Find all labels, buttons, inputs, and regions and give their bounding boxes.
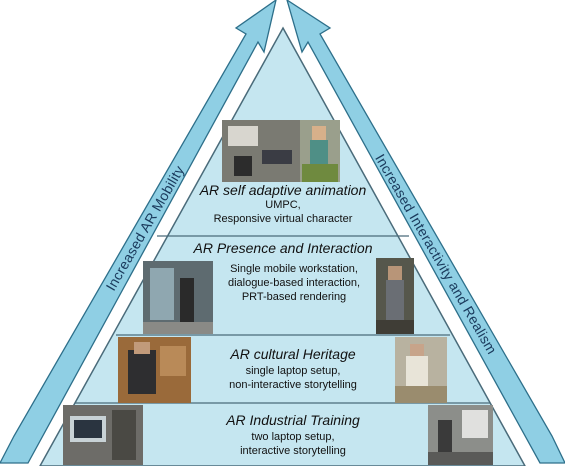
- level-2-line-1: Single mobile workstation,: [213, 263, 375, 276]
- level-2-title: AR Presence and Interaction: [173, 240, 393, 256]
- level-3-title: AR cultural Heritage: [193, 346, 393, 362]
- heritage-user-photo: [118, 337, 191, 403]
- level-3-line-2: non-interactive storytelling: [193, 379, 393, 392]
- virtual-character-photo: [300, 120, 340, 182]
- level-4-title: AR Industrial Training: [183, 412, 403, 428]
- level-2-line-2: dialogue-based interaction,: [213, 277, 375, 290]
- level-3-line-1: single laptop setup,: [193, 365, 393, 378]
- umpc-device-photo: [222, 120, 300, 182]
- laptop-setup-photo: [63, 405, 143, 465]
- virtual-figure-photo: [376, 258, 414, 334]
- level-4-line-2: interactive storytelling: [193, 445, 393, 458]
- heritage-character-photo: [395, 337, 447, 403]
- industrial-scene-photo: [428, 405, 493, 465]
- level-1-line-1: UMPC,: [183, 199, 383, 212]
- level-4-line-1: two laptop setup,: [193, 431, 393, 444]
- mobile-workstation-photo: [143, 261, 213, 334]
- level-1-title: AR self adaptive animation: [183, 182, 383, 198]
- level-1-line-2: Responsive virtual character: [183, 213, 383, 226]
- level-2-line-3: PRT-based rendering: [213, 291, 375, 304]
